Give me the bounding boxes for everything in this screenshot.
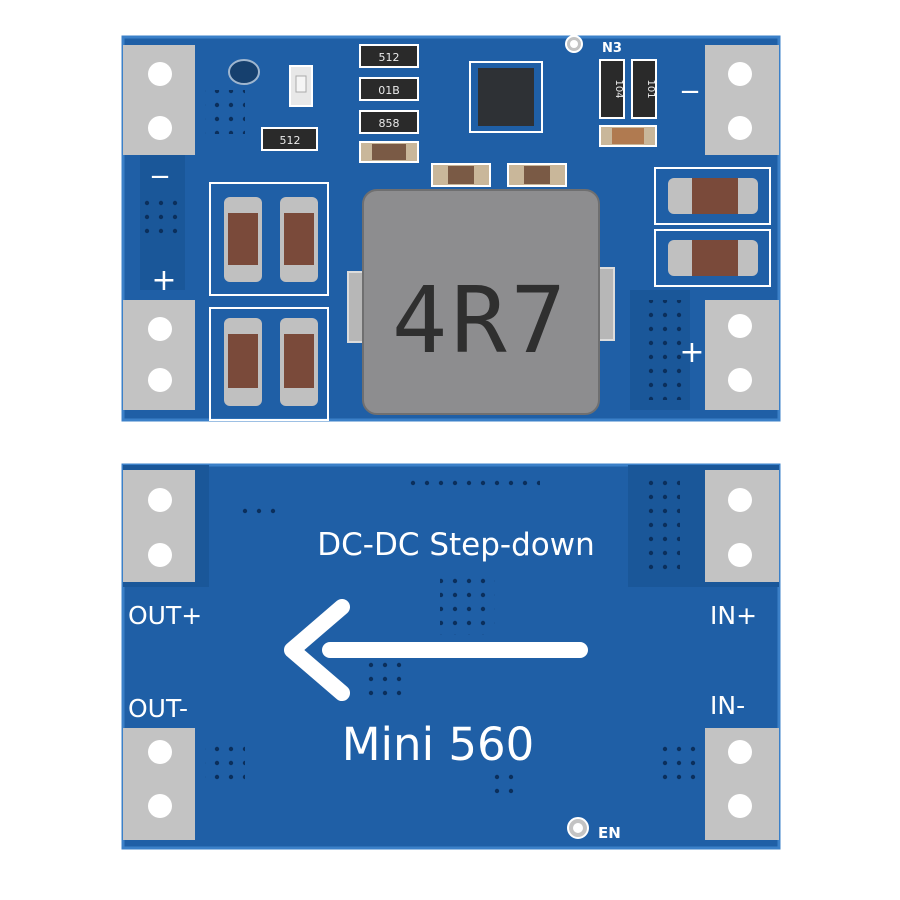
via-field xyxy=(440,575,495,635)
resistor xyxy=(261,127,318,151)
bottom-board: DC-DC Step-down Mini 560 OUT+ OUT- IN+ I… xyxy=(121,463,781,850)
solder-jumper xyxy=(228,59,260,85)
resistor-stack: 512 01B 858 xyxy=(359,44,419,163)
pad-group-bottom-left xyxy=(123,300,195,410)
via-field xyxy=(490,770,520,800)
silk-plus-left: + xyxy=(151,263,176,298)
via-field xyxy=(660,745,702,785)
silk-minus-right: − xyxy=(679,77,701,107)
pad-group-top-right xyxy=(705,45,779,155)
via-field xyxy=(236,505,278,521)
input-capacitors xyxy=(209,182,329,421)
output-capacitors xyxy=(654,167,771,287)
label-en: EN xyxy=(598,824,621,842)
inductor-marking: 4R7 xyxy=(392,267,570,374)
pad-group-out-minus xyxy=(123,728,195,840)
pad-group-out-plus xyxy=(123,470,195,582)
silk-minus-left: − xyxy=(149,162,171,192)
resistor-marking: 104 xyxy=(613,79,624,98)
pad-group-top-left xyxy=(123,45,195,155)
direction-arrow-icon xyxy=(284,599,588,701)
label-in-minus: IN- xyxy=(710,691,745,720)
via-field xyxy=(640,480,680,570)
label-n3: N3 xyxy=(602,41,622,56)
resistor-marking: 01B xyxy=(378,84,400,97)
label-in-plus: IN+ xyxy=(710,601,757,630)
top-board: 512 512 01B 858 N3 104 101 xyxy=(121,35,781,422)
pad-group-bottom-right xyxy=(705,300,779,410)
board-title: DC-DC Step-down xyxy=(317,527,595,563)
regulator-ic xyxy=(478,68,534,126)
via-field xyxy=(410,476,540,492)
resistor-marking: 101 xyxy=(645,79,656,98)
via-field xyxy=(205,740,245,780)
via-field xyxy=(205,90,245,134)
resistor-marking: 858 xyxy=(379,117,400,130)
via-field xyxy=(640,300,682,400)
resistor-marking: 512 xyxy=(379,51,400,64)
ic-outline xyxy=(469,61,543,133)
inductor: 4R7 xyxy=(347,189,615,415)
pad-group-in-minus xyxy=(705,728,779,840)
board-model: Mini 560 xyxy=(342,718,535,771)
via-field xyxy=(140,195,182,237)
resistor-marking: 512 xyxy=(280,134,301,147)
resistor-pair: 104 101 xyxy=(599,59,657,147)
silk-plus-right: + xyxy=(679,335,704,370)
pad-group-in-plus xyxy=(705,470,779,582)
via-field xyxy=(368,662,410,702)
label-out-plus: OUT+ xyxy=(128,601,202,630)
label-out-minus: OUT- xyxy=(128,694,188,723)
